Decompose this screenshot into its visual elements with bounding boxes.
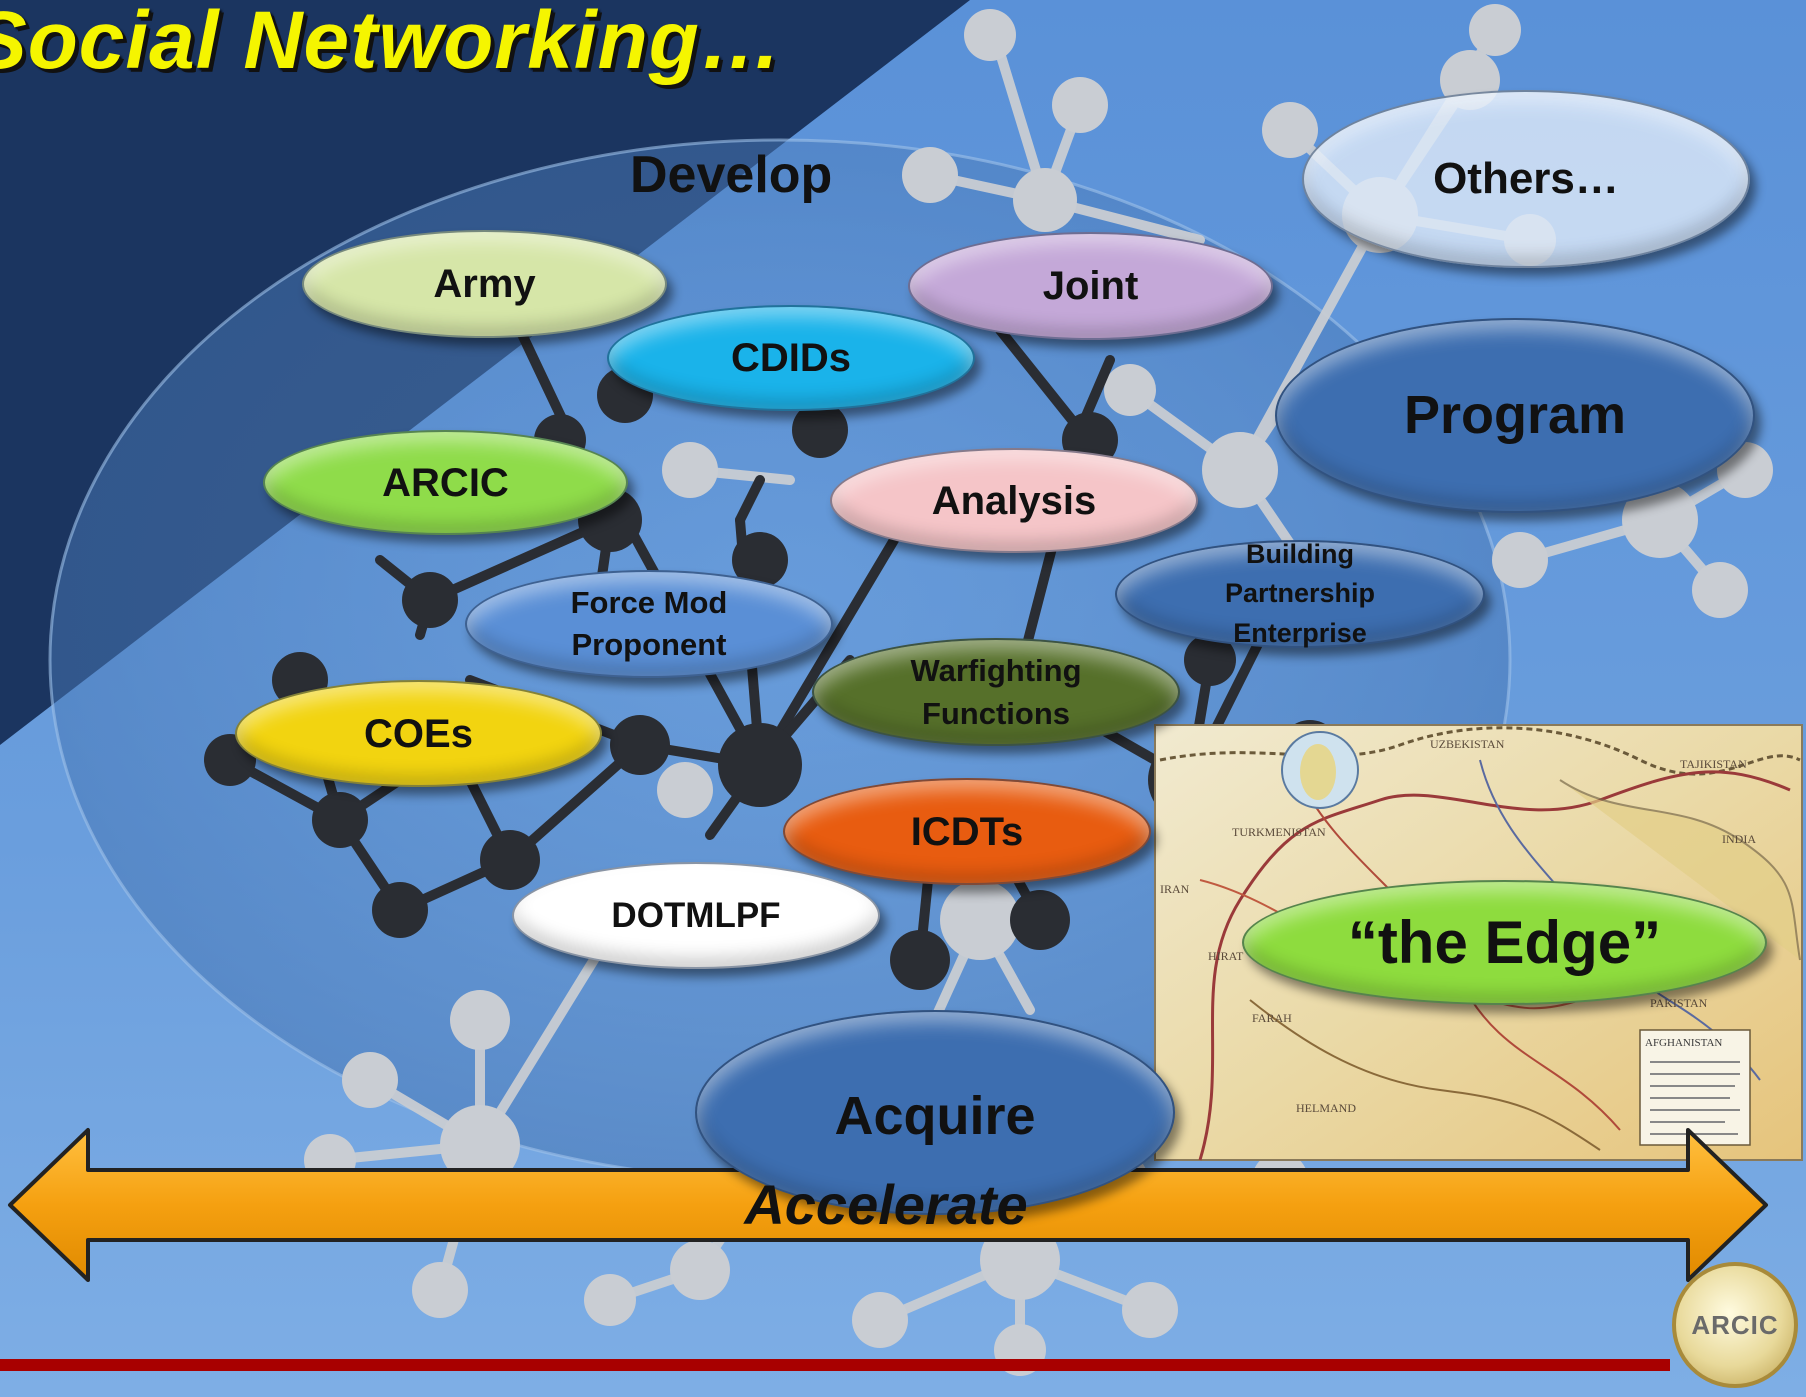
- map-label-turkmenistan: TURKMENISTAN: [1232, 825, 1326, 839]
- force-mod-label-line2: Proponent: [571, 627, 727, 662]
- the-edge-node: “the Edge”: [1242, 880, 1767, 1005]
- the-edge-label: “the Edge”: [1347, 908, 1662, 976]
- program-label: Program: [1403, 385, 1627, 446]
- coes-node: COEs: [235, 680, 602, 787]
- acquire-label: Acquire: [834, 1086, 1036, 1146]
- force-mod-proponent-node: Force Mod Proponent: [465, 570, 833, 678]
- acquire-node: Acquire: [695, 1010, 1175, 1215]
- dotmlpf-label: DOTMLPF: [611, 895, 781, 935]
- warfighting-label-line1: Warfighting: [910, 652, 1082, 688]
- force-mod-label-line1: Force Mod: [570, 585, 728, 621]
- map-label-tajikistan: TAJIKISTAN: [1680, 757, 1747, 771]
- bpe-label-line2: Partnership: [1224, 578, 1376, 609]
- bpe-label-line1: Building: [1246, 539, 1354, 570]
- warfighting-label-line2: Functions: [921, 696, 1071, 731]
- map-label-afghanistan: AFGHANISTAN: [1645, 1037, 1722, 1049]
- icdts-label: ICDTs: [910, 809, 1024, 854]
- joint-label: Joint: [1042, 264, 1139, 308]
- map-label-pakistan: PAKISTAN: [1650, 996, 1708, 1010]
- joint-node: Joint: [908, 232, 1273, 340]
- army-label: Army: [433, 262, 536, 306]
- map-label-hirat: HIRAT: [1208, 949, 1244, 963]
- building-partnership-enterprise-node: Building Partnership Enterprise: [1115, 539, 1485, 648]
- accelerate-label: Accelerate: [744, 1173, 1028, 1236]
- arcic-node: ARCIC: [263, 430, 628, 535]
- map-label-iran: IRAN: [1160, 882, 1190, 896]
- analysis-node: Analysis: [830, 448, 1198, 553]
- program-node: Program: [1275, 318, 1755, 513]
- arcic-label: ARCIC: [382, 460, 509, 505]
- dotmlpf-node: DOTMLPF: [512, 862, 880, 969]
- arcic-logo-text: ARCIC: [1691, 1309, 1779, 1340]
- map-label-india: INDIA: [1722, 832, 1756, 846]
- bpe-label-line3: Enterprise: [1233, 617, 1367, 648]
- warfighting-functions-node: Warfighting Functions: [812, 638, 1180, 746]
- analysis-label: Analysis: [931, 478, 1097, 523]
- page-title: Social Networking…: [0, 0, 783, 86]
- develop-label: Develop: [630, 146, 833, 204]
- cdids-node: CDIDs: [607, 305, 975, 411]
- coes-label: COEs: [364, 711, 473, 756]
- map-label-helmand: HELMAND: [1296, 1101, 1356, 1115]
- cdids-label: CDIDs: [730, 336, 852, 380]
- icdts-node: ICDTs: [783, 778, 1151, 885]
- army-node: Army: [302, 230, 667, 338]
- others-label: Others…: [1433, 153, 1619, 203]
- arcic-logo: ARCIC: [1672, 1262, 1798, 1388]
- others-node: Others…: [1302, 90, 1750, 268]
- map-label-uzbekistan: UZBEKISTAN: [1430, 737, 1505, 751]
- map-label-farah: FARAH: [1252, 1011, 1292, 1025]
